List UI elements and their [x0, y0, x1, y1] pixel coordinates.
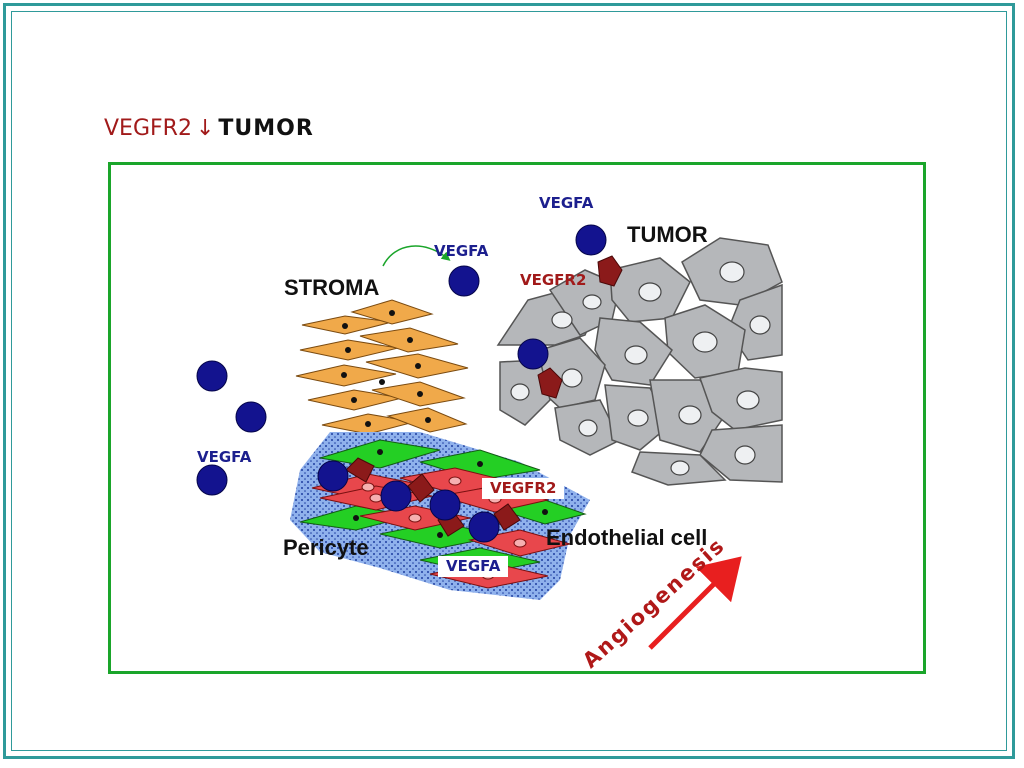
label-vegfa-upper: VEGFA [434, 242, 489, 260]
label-tumor: TUMOR [627, 222, 708, 247]
tumor-nucleus [627, 409, 649, 427]
slide-title: VEGFR2↓TUMOR [104, 116, 314, 141]
down-arrow-icon: ↓ [195, 116, 215, 141]
vegfr2-receptors [345, 255, 623, 537]
vegfa-ligand-icon [575, 224, 607, 256]
label-endothelial-cell: Endothelial cell [546, 525, 708, 550]
tumor-nucleus [734, 445, 756, 465]
title-tumor: TUMOR [218, 116, 314, 141]
label-vegfa-bottom: VEGFA [438, 556, 509, 577]
tumor-nucleus [736, 390, 760, 410]
vegfa-ligand-icon [517, 338, 549, 370]
vegfa-ligand-icon [196, 360, 228, 392]
vegfa-ligand-icon [196, 464, 228, 496]
label-vegfa-top: VEGFA [539, 194, 594, 212]
stroma-nuclei [341, 310, 431, 427]
tumor-nucleus [670, 460, 690, 476]
label-vegfa-left: VEGFA [197, 448, 252, 466]
vegfa-ligand-icon [429, 489, 461, 521]
vegfr2-receptor-icon [407, 473, 435, 503]
vegfa-ligands [196, 224, 607, 543]
vegfa-ligand-icon [468, 511, 500, 543]
tumor-nucleus [582, 294, 602, 310]
vegfa-ligand-icon [380, 480, 412, 512]
vegfr2-receptor-icon [537, 367, 563, 399]
angiogenesis-arrow [648, 556, 742, 650]
tumor-nucleus [719, 261, 745, 283]
tumor-nuclei [510, 261, 771, 476]
vegfa-ligand-icon [448, 265, 480, 297]
tumor-nucleus [749, 315, 771, 335]
tumor-nucleus [624, 345, 648, 365]
tumor-nucleus [638, 282, 662, 302]
tumor-nucleus [561, 368, 583, 388]
vegfr2-receptor-icon [597, 255, 623, 287]
tumor-nucleus [510, 383, 530, 401]
vegfa-ligand-icon [317, 460, 349, 492]
slide-frame-inner [11, 11, 1007, 751]
secretion-arrow [382, 245, 451, 267]
vegfr2-receptor-icon [493, 503, 521, 531]
slide-frame-outer [3, 3, 1015, 759]
label-stroma: STROMA [284, 275, 380, 300]
stroma-cells [295, 299, 469, 435]
label-vegfr2-tumor: VEGFR2 [520, 271, 587, 289]
label-pericyte: Pericyte [283, 535, 369, 560]
tumor-nucleus [551, 311, 573, 329]
title-vegfr2: VEGFR2 [104, 116, 192, 141]
tumor-nucleus [692, 331, 718, 353]
vegfr2-receptor-icon [345, 457, 375, 483]
vegfa-ligand-icon [235, 401, 267, 433]
tumor-nucleus [578, 419, 598, 437]
label-vegfr2-vessel: VEGFR2 [482, 478, 565, 499]
tumor-nucleus [678, 405, 702, 425]
